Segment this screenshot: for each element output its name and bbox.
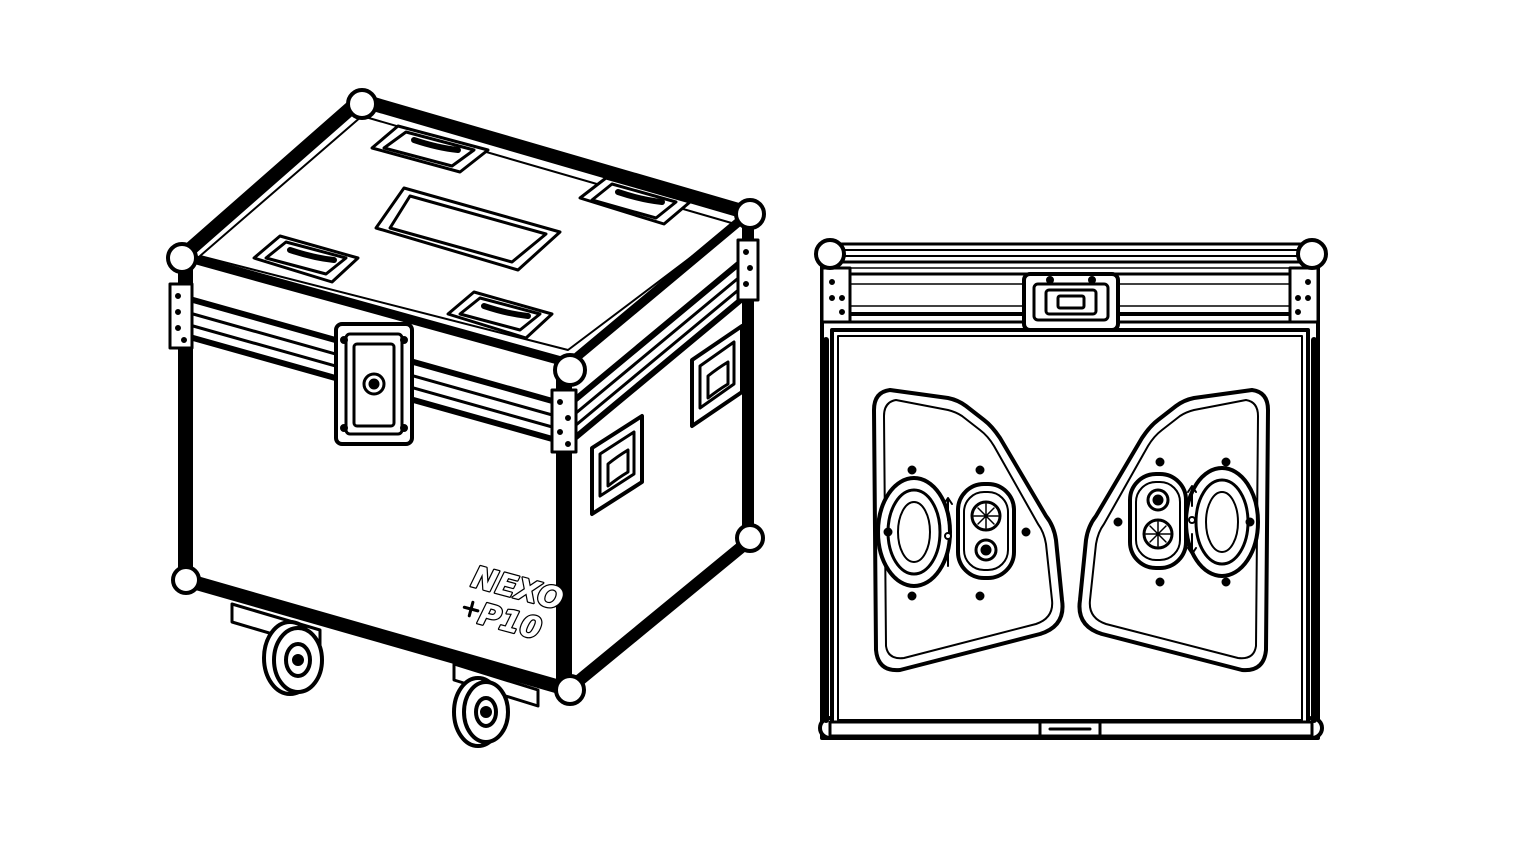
open-case-interior-inner	[837, 335, 1303, 721]
side-seam-rail-4	[567, 291, 751, 445]
side-seam-rail-3	[568, 280, 750, 432]
front-butterfly-latch	[334, 322, 414, 446]
speaker-left-inner-outline	[883, 399, 1054, 660]
ball-corner-bottom-right	[735, 523, 765, 553]
middle-seam-bracket	[550, 388, 578, 454]
ball-corner-bottom-left	[171, 565, 201, 595]
ball-corner-top-left	[166, 242, 198, 274]
open-case-view	[814, 238, 1328, 740]
lid-handle-left	[252, 234, 360, 284]
ball-corner-top-right	[734, 198, 766, 230]
right-seam-bracket	[736, 238, 760, 302]
top-left-corner-bracket	[820, 266, 852, 324]
side-seam-rail-1	[567, 253, 751, 407]
open-ball-corner-top-right	[1296, 238, 1328, 270]
speaker-cabinet-right	[1077, 388, 1270, 673]
caster-wheel-left	[230, 602, 324, 696]
ball-corners	[166, 88, 766, 706]
speaker-right-inner-outline	[1088, 399, 1259, 660]
ball-corner-bottom-front	[554, 674, 586, 706]
speaker-left-handle	[876, 476, 952, 588]
lid-handle-front	[446, 290, 554, 340]
top-right-corner-bracket	[1288, 266, 1320, 324]
lid-label-window	[374, 186, 562, 272]
side-handle-upper	[690, 324, 744, 428]
lid-handle-right	[578, 176, 692, 226]
caster-wheel-right	[452, 662, 540, 748]
open-ball-corner-top-left	[814, 238, 846, 270]
side-seam-rail-2	[568, 268, 750, 420]
lid-handle-back	[370, 124, 490, 174]
open-case-latch	[1022, 272, 1120, 332]
side-handle-lower	[590, 414, 644, 516]
ball-corner-top-front	[553, 353, 587, 387]
open-case-bottom-rail	[828, 720, 1314, 738]
left-seam-bracket	[168, 282, 194, 350]
ball-corner-top-back	[346, 88, 378, 120]
front-bottom-edge-bar	[179, 573, 570, 695]
side-bottom-edge-bar	[564, 534, 756, 694]
speaker-cabinet-left	[872, 388, 1065, 673]
closed-case-view: NEXO P10	[166, 88, 766, 748]
